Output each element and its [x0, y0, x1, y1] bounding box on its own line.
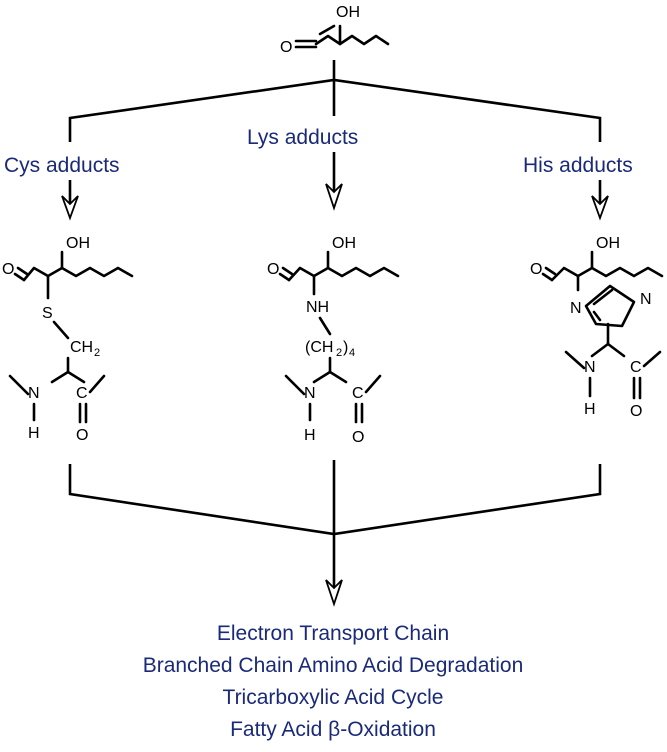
his-carbonyl-c: C — [630, 359, 642, 376]
lys-chain-close-paren: ) — [343, 339, 348, 356]
cys-ch2-subscript: 2 — [94, 347, 100, 359]
lys-adduct-molecule: OH O NH (CH 2 ) 4 N H C O — [267, 235, 400, 446]
cys-sulfur: S — [42, 305, 53, 322]
metabolic-outcomes: Electron Transport Chain Branched Chain … — [143, 622, 524, 741]
cys-adduct-molecule: OH O S CH 2 N H C O — [2, 235, 134, 444]
outcome-fatty-acid-beta-oxidation: Fatty Acid β-Oxidation — [230, 718, 436, 741]
hne-molecule: O OH — [280, 4, 390, 56]
his-arrow — [591, 180, 609, 221]
his-ring-n2: N — [640, 291, 652, 308]
bottom-merge — [68, 460, 602, 607]
outcome-electron-transport-chain: Electron Transport Chain — [217, 622, 449, 645]
lys-adducts-label: Lys adducts — [247, 126, 358, 149]
cys-carbonyl-o: O — [76, 427, 88, 444]
his-amide-n: N — [584, 359, 596, 376]
top-fork — [68, 60, 602, 142]
his-carbonyl-o: O — [630, 403, 642, 420]
cys-arrow — [61, 180, 79, 221]
cys-aldehyde-o: O — [2, 261, 14, 278]
lys-carbonyl-o: O — [352, 429, 364, 446]
lys-arrow — [325, 152, 343, 211]
his-aldehyde-o: O — [530, 261, 542, 278]
lys-amide-h: H — [304, 427, 316, 444]
cys-oh: OH — [66, 235, 90, 252]
his-ring-n1: N — [570, 300, 582, 317]
lys-chain-subscript: 4 — [349, 347, 355, 359]
hne-hydroxyl-oh: OH — [336, 4, 360, 21]
lys-oh: OH — [332, 235, 356, 252]
his-adduct-molecule: OH O N N N H C O — [530, 235, 664, 420]
cys-ch2: CH — [70, 339, 93, 356]
lys-aldehyde-o: O — [267, 261, 279, 278]
cys-amide-n: N — [28, 385, 40, 402]
hne-aldehyde-o: O — [280, 39, 292, 56]
lys-amide-n: N — [304, 385, 316, 402]
cys-carbonyl-c: C — [76, 385, 88, 402]
lys-nh: NH — [306, 299, 329, 316]
cys-adducts-label: Cys adducts — [4, 154, 120, 177]
his-adducts-label: His adducts — [523, 154, 633, 177]
cys-amide-h: H — [28, 425, 40, 442]
lys-carbonyl-c: C — [352, 385, 364, 402]
lys-ch2-subscript: 2 — [336, 347, 342, 359]
his-oh: OH — [596, 235, 620, 252]
outcome-bcaa-degradation: Branched Chain Amino Acid Degradation — [143, 654, 524, 677]
his-amide-h: H — [584, 401, 596, 418]
outcome-tca-cycle: Tricarboxylic Acid Cycle — [223, 686, 444, 709]
lys-ch2-chain: (CH — [305, 339, 333, 356]
